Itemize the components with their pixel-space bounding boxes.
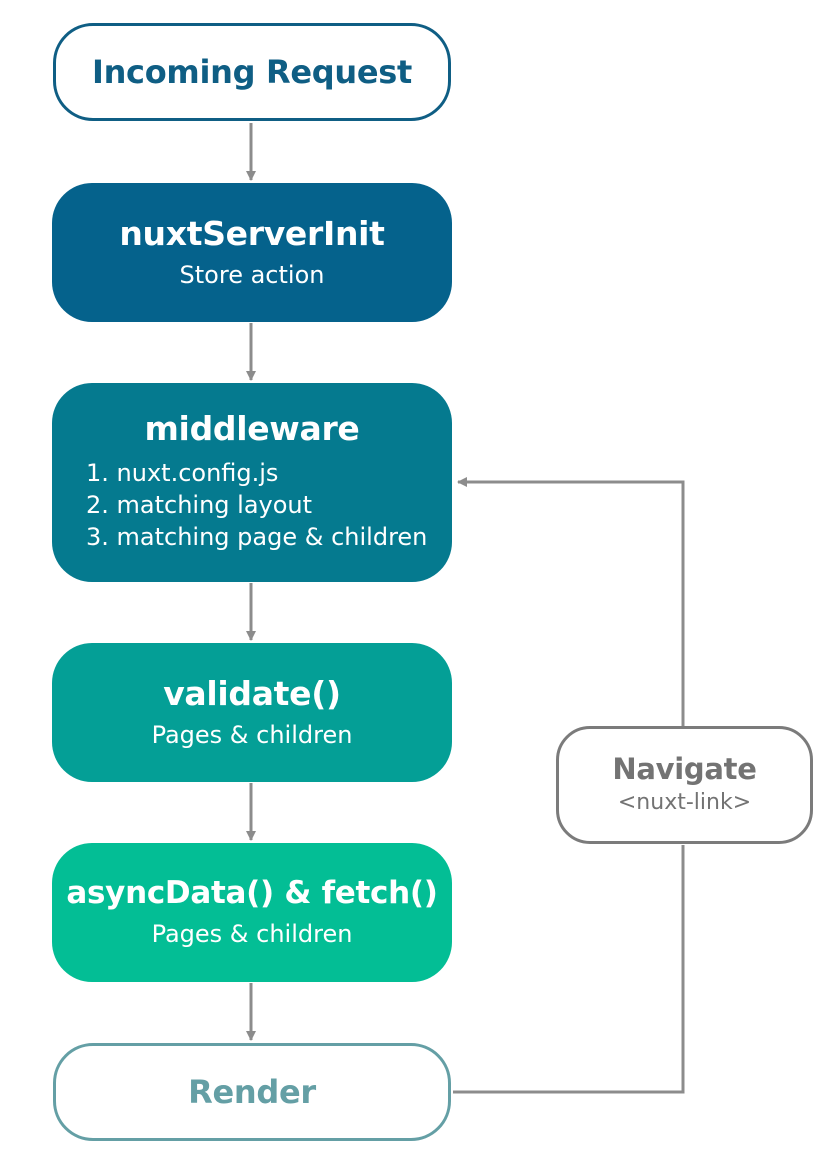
- middleware-step: 2. matching layout: [86, 490, 313, 519]
- validate-node: validate() Pages & children: [52, 643, 452, 782]
- middleware-title: middleware: [144, 409, 360, 448]
- navigate-title: Navigate: [612, 752, 757, 787]
- nuxtserverinit-node: nuxtServerInit Store action: [52, 183, 452, 322]
- middleware-steps: 1. nuxt.config.js 2. matching layout 3. …: [86, 457, 427, 553]
- render-title: Render: [188, 1072, 316, 1111]
- middleware-node: middleware 1. nuxt.config.js 2. matching…: [52, 383, 452, 582]
- navigate-node: Navigate <nuxt-link>: [556, 726, 813, 844]
- render-node: Render: [53, 1043, 451, 1141]
- line-render-to-navigate: [453, 845, 685, 1094]
- incoming-request-title: Incoming Request: [91, 52, 413, 91]
- validate-subtitle: Pages & children: [151, 720, 353, 749]
- incoming-request-node: Incoming Request: [53, 23, 451, 121]
- asyncdata-fetch-node: asyncData() & fetch() Pages & children: [52, 843, 452, 982]
- nuxtserverinit-title: nuxtServerInit: [119, 214, 385, 254]
- validate-title: validate(): [163, 674, 341, 714]
- navigate-subtitle: <nuxt-link>: [617, 790, 752, 816]
- arrow-navigate-to-middleware: [457, 477, 685, 726]
- nuxtserverinit-subtitle: Store action: [179, 260, 325, 289]
- middleware-step: 3. matching page & children: [86, 522, 428, 551]
- asyncdata-fetch-title: asyncData() & fetch(): [66, 875, 438, 912]
- asyncdata-fetch-subtitle: Pages & children: [151, 919, 353, 948]
- middleware-step: 1. nuxt.config.js: [86, 458, 279, 487]
